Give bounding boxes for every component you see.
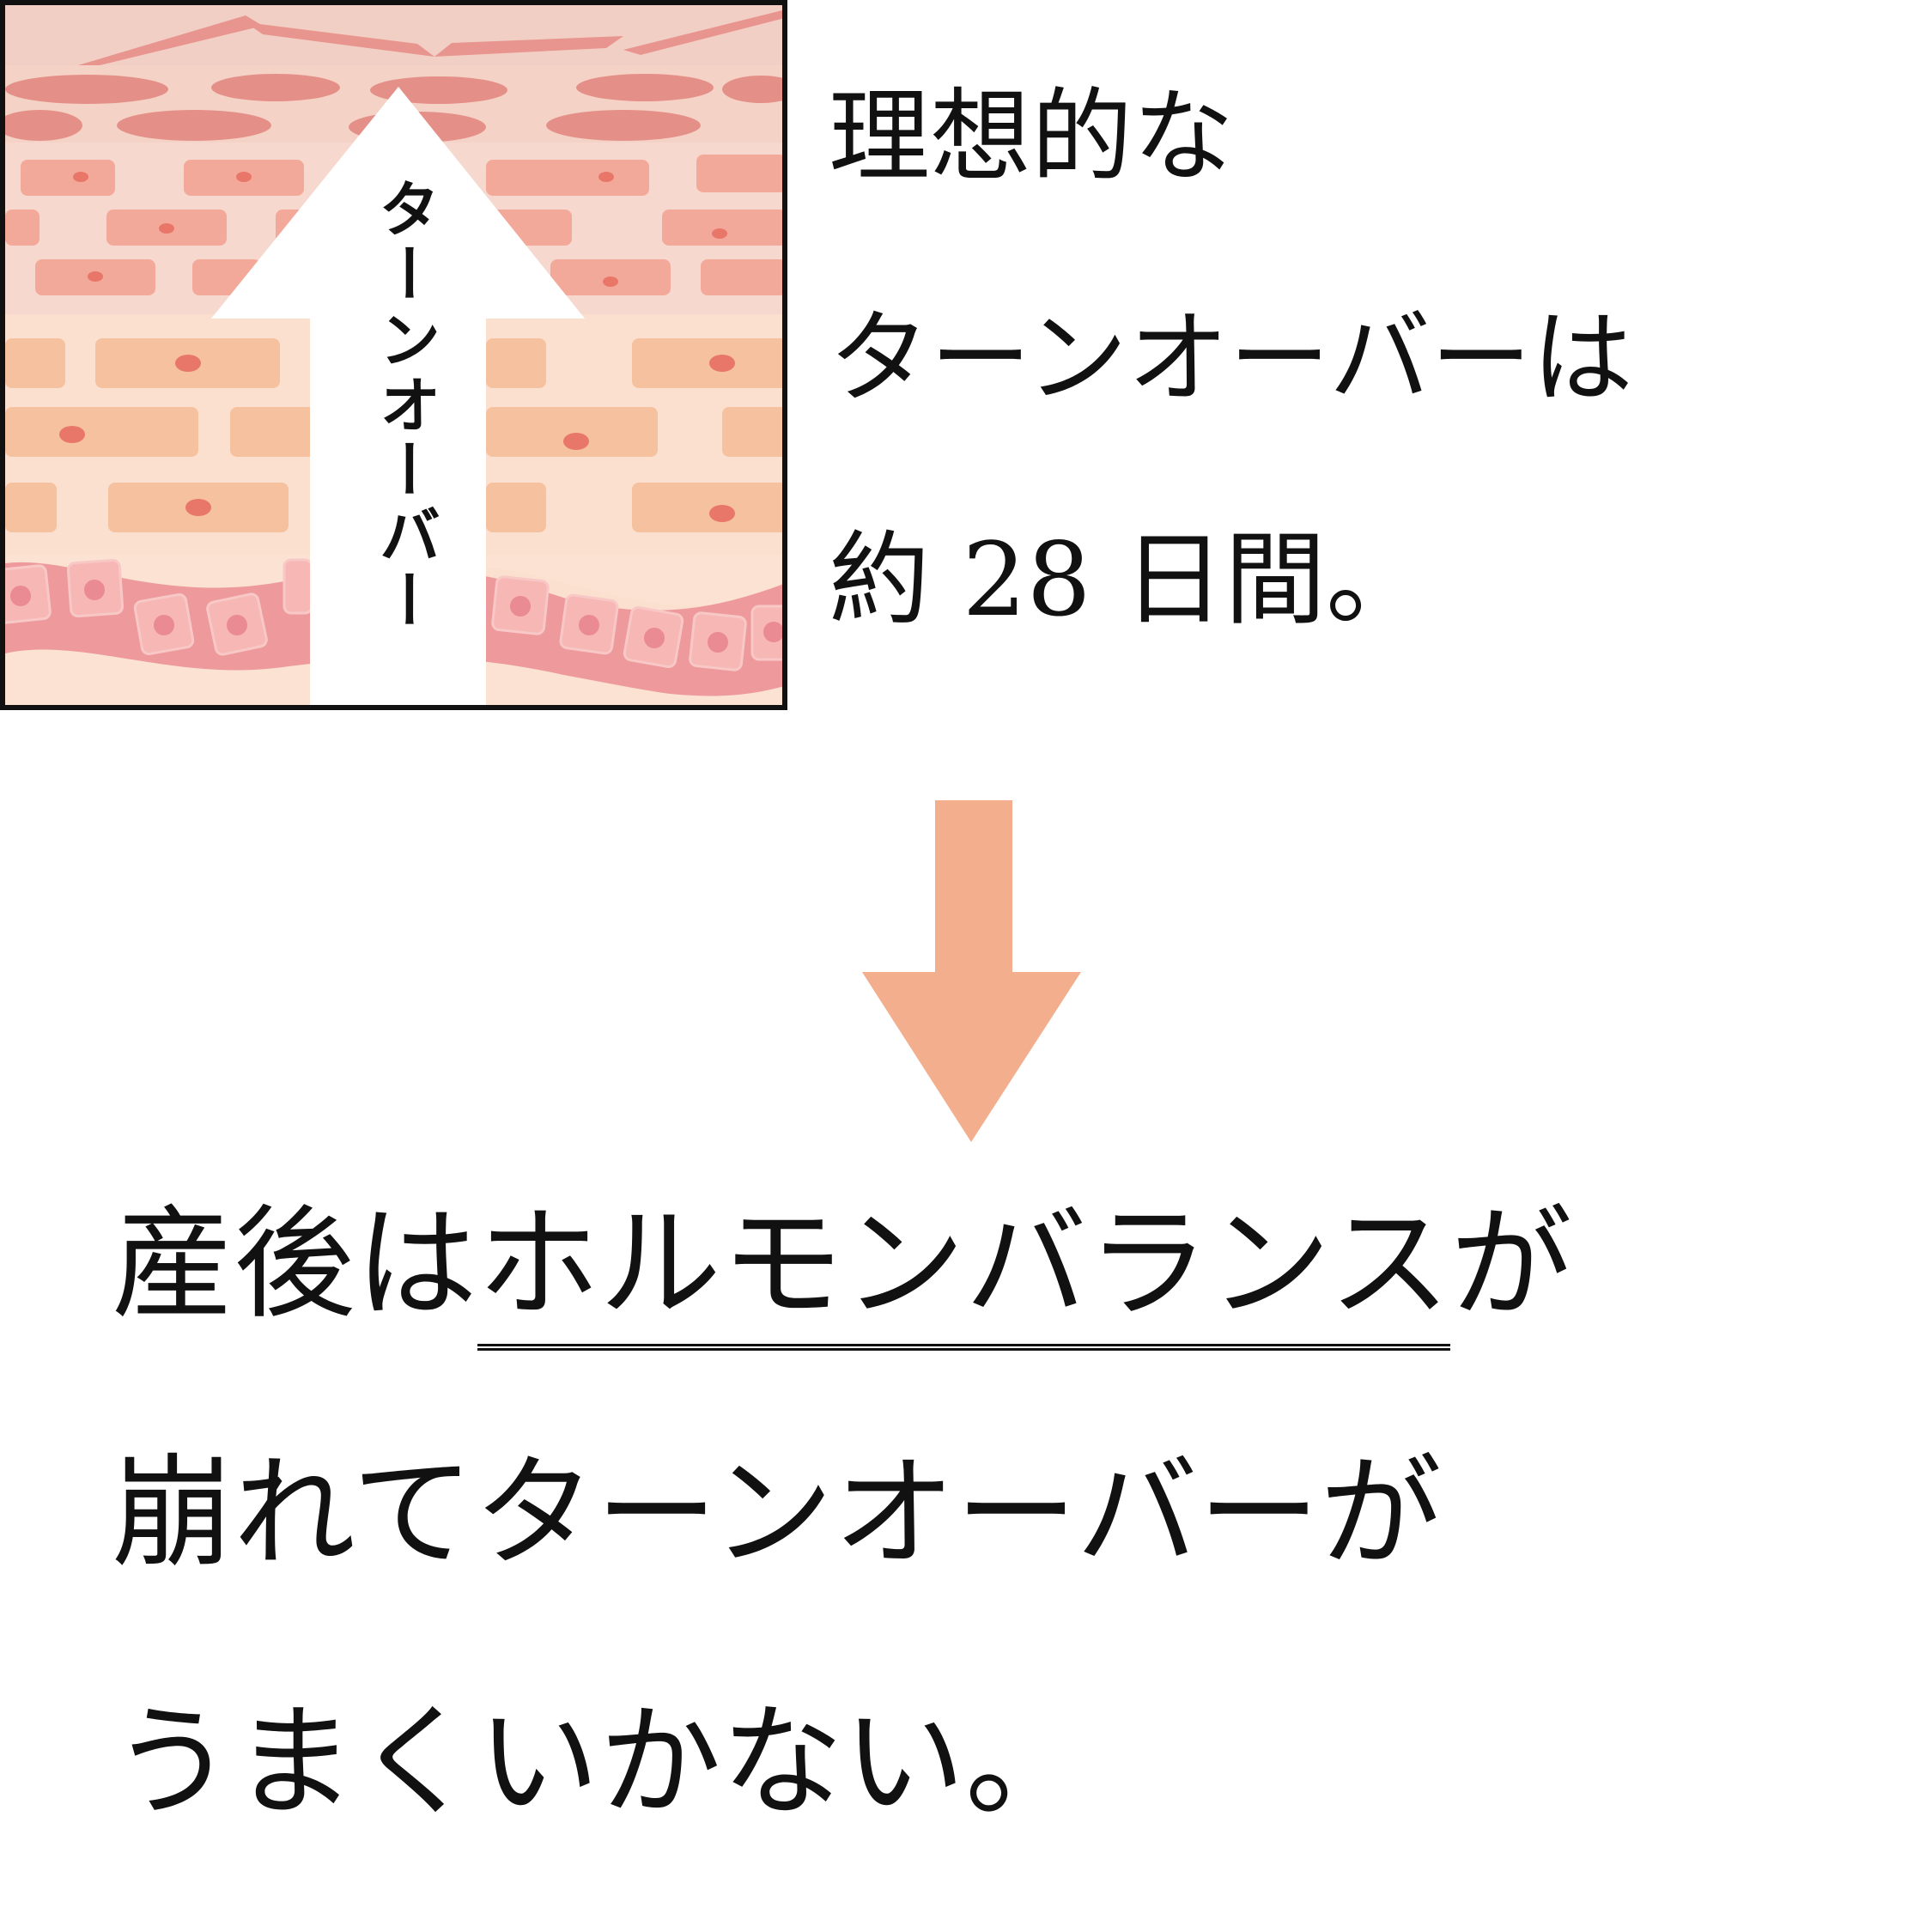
top-cell-row xyxy=(5,74,782,143)
postpartum-line2: 崩れてターンオーバーが xyxy=(112,1443,1443,1584)
postpartum-text: 産後はホルモンバランスが 崩れてターンオーバーが うまくいかない。 xyxy=(112,1194,1572,1833)
ideal-turnover-line3: 約 28 日間。 xyxy=(829,520,1428,639)
surface-flakes xyxy=(78,10,782,65)
skin-turnover-illustration: ターンオーバー xyxy=(0,0,787,710)
hormone-balance-underlined: ホルモンバランス xyxy=(477,1194,1451,1351)
ideal-turnover-line2: ターンオーバーは xyxy=(829,299,1633,417)
postpartum-line3: うまくいかない。 xyxy=(112,1692,1087,1833)
mid-cell-nuclei xyxy=(73,172,727,287)
postpartum-line1: 産後はホルモンバランスが xyxy=(112,1194,1572,1351)
down-arrow xyxy=(862,800,1081,1142)
turnover-arrow-label: ターンオーバー xyxy=(368,177,440,634)
ideal-turnover-text: 理想的な ターンオーバーは 約 28 日間。 xyxy=(829,82,1633,635)
ideal-turnover-line1: 理想的な xyxy=(829,77,1235,196)
turnover-up-arrow xyxy=(211,87,585,705)
lower-cell-nuclei xyxy=(59,355,735,522)
postpartum-line1-prefix: 産後は xyxy=(112,1194,477,1335)
skin-layers-graphic xyxy=(5,5,782,705)
basal-cells xyxy=(5,558,782,671)
postpartum-line1-suffix: が xyxy=(1450,1194,1573,1335)
